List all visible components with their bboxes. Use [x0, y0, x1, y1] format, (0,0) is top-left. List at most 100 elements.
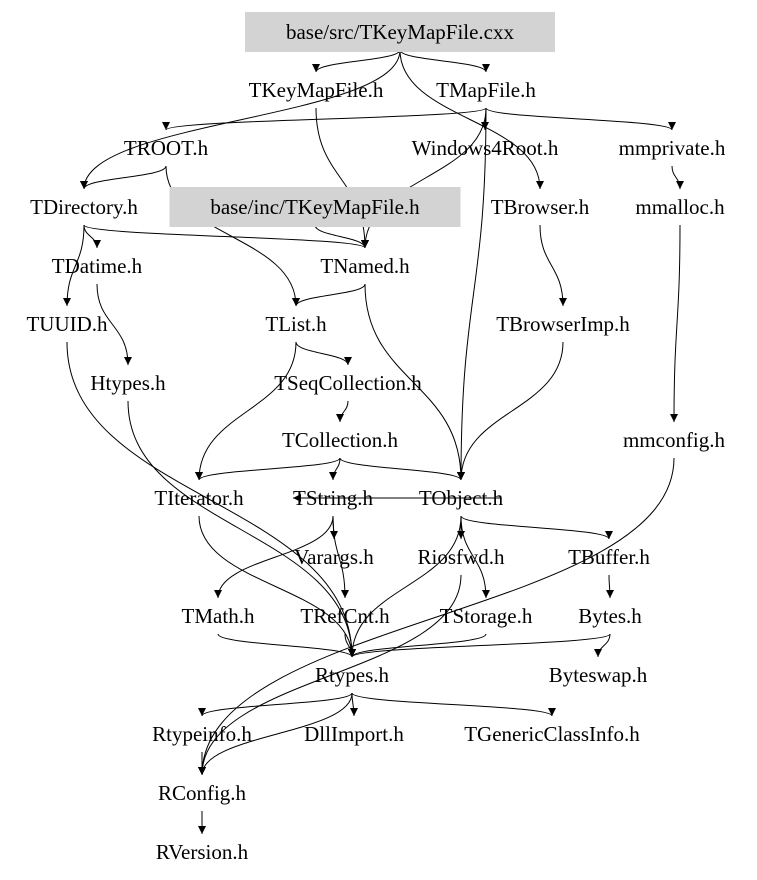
edge-base-src-tkeymapfile-cxx-to-tbrowser-h [399, 49, 544, 190]
graph-node-tstorage-h[interactable]: TStorage.h [440, 604, 533, 628]
node-label: TStorage.h [440, 604, 533, 628]
graph-node-tkeymapfile-h[interactable]: TKeyMapFile.h [249, 78, 384, 102]
node-label: base/src/TKeyMapFile.cxx [286, 20, 515, 44]
graph-node-rtypeinfo-h[interactable]: Rtypeinfo.h [152, 722, 252, 746]
edge-riosfwd-h-to-rconfig-h [198, 574, 462, 776]
edge-tbuffer-h-to-bytes-h [605, 574, 614, 599]
graph-node-tdirectory-h[interactable]: TDirectory.h [30, 195, 138, 219]
edge-tobject-h-to-tstorage-h [460, 515, 490, 599]
node-label: mmprivate.h [619, 136, 726, 160]
node-label: TRefCnt.h [300, 604, 390, 628]
node-label: base/inc/TKeyMapFile.h [210, 195, 420, 219]
graph-node-troot-h[interactable]: TROOT.h [124, 136, 209, 160]
node-label: Windows4Root.h [412, 136, 559, 160]
graph-node-tbrowserimp-h[interactable]: TBrowserImp.h [496, 312, 630, 336]
edge-base-inc-tkeymapfile-h-to-tnamed-h [314, 224, 369, 249]
node-label: TMapFile.h [436, 78, 536, 102]
graph-node-base-src-tkeymapfile-cxx[interactable]: base/src/TKeyMapFile.cxx [245, 12, 555, 52]
edge-mmconfig-h-to-rconfig-h [198, 457, 675, 776]
edge-tmapfile-h-to-tobject-h [457, 107, 487, 481]
graph-node-tbrowser-h[interactable]: TBrowser.h [491, 195, 590, 219]
edge-tstring-h-to-tmath-h [214, 515, 334, 599]
edge-tlist-h-to-tseqcollection-h [295, 341, 352, 366]
edge-mmalloc-h-to-mmconfig-h [670, 224, 681, 423]
edge-tmapfile-h-to-mmprivate-h [485, 107, 676, 131]
node-label: TString.h [293, 486, 373, 510]
node-label: Rtypes.h [315, 663, 390, 687]
node-label: Rtypeinfo.h [152, 722, 252, 746]
edge-tnamed-h-to-tobject-h [364, 283, 465, 481]
graph-node-base-inc-tkeymapfile-h[interactable]: base/inc/TKeyMapFile.h [169, 187, 461, 227]
node-label: Byteswap.h [549, 663, 648, 687]
node-label: TBrowserImp.h [496, 312, 630, 336]
node-label: RVersion.h [156, 840, 249, 864]
edge-bytes-h-to-rtypes-h [348, 633, 611, 658]
node-label: TBuffer.h [568, 545, 650, 569]
graph-node-tbuffer-h[interactable]: TBuffer.h [568, 545, 650, 569]
graph-node-tnamed-h[interactable]: TNamed.h [320, 254, 410, 278]
graph-node-tmath-h[interactable]: TMath.h [182, 604, 255, 628]
edge-base-src-tkeymapfile-cxx-to-tmapfile-h [399, 49, 490, 73]
edge-tnamed-h-to-tlist-h [292, 283, 366, 307]
graph-node-dllimport-h[interactable]: DllImport.h [304, 722, 404, 746]
node-label: TList.h [265, 312, 327, 336]
edge-tstorage-h-to-rtypes-h [348, 633, 487, 658]
graph-node-riosfwd-h[interactable]: Riosfwd.h [418, 545, 505, 569]
edge-rtypes-h-to-tgenericclassinfo-h [351, 692, 556, 717]
node-label: TDatime.h [52, 254, 143, 278]
node-label: Bytes.h [578, 604, 642, 628]
node-highlight-box [245, 12, 555, 52]
node-label: TBrowser.h [491, 195, 590, 219]
edge-tseqcollection-h-to-tcollection-h [336, 400, 349, 423]
node-label: TROOT.h [124, 136, 209, 160]
graph-node-titerator-h[interactable]: TIterator.h [154, 486, 244, 510]
graph-node-tcollection-h[interactable]: TCollection.h [282, 428, 399, 452]
node-label: mmalloc.h [635, 195, 725, 219]
edge-tmath-h-to-rtypes-h [217, 633, 356, 658]
edge-tcollection-h-to-titerator-h [195, 457, 341, 481]
node-label: TIterator.h [154, 486, 244, 510]
edge-tdatime-h-to-htypes-h [96, 283, 132, 366]
edge-tuuid-h-to-rtypes-h [66, 341, 356, 658]
graph-node-rtypes-h[interactable]: Rtypes.h [315, 663, 390, 687]
node-label: TUUID.h [26, 312, 108, 336]
graph-node-tobject-h[interactable]: TObject.h [419, 486, 504, 510]
edge-tcollection-h-to-tobject-h [339, 457, 465, 481]
node-label: TObject.h [419, 486, 504, 510]
graph-node-windows4root-h[interactable]: Windows4Root.h [412, 136, 559, 160]
graph-node-tuuid-h[interactable]: TUUID.h [26, 312, 108, 336]
node-label: TSeqCollection.h [274, 371, 422, 395]
graph-node-varargs-h[interactable]: Varargs.h [294, 545, 374, 569]
edge-tstring-h-to-trefcnt-h [332, 515, 349, 599]
graph-node-trefcnt-h[interactable]: TRefCnt.h [300, 604, 390, 628]
graph-node-tseqcollection-h[interactable]: TSeqCollection.h [274, 371, 422, 395]
edge-base-src-tkeymapfile-cxx-to-tdirectory-h [80, 49, 401, 190]
edge-tbrowserimp-h-to-tobject-h [457, 341, 564, 481]
node-label: TCollection.h [282, 428, 399, 452]
graph-node-tgenericclassinfo-h[interactable]: TGenericClassInfo.h [464, 722, 640, 746]
edge-tmapfile-h-to-troot-h [162, 107, 487, 131]
edge-bytes-h-to-byteswap-h [594, 633, 611, 658]
graph-node-rversion-h[interactable]: RVersion.h [156, 840, 249, 864]
graph-node-rconfig-h[interactable]: RConfig.h [158, 781, 247, 805]
edge-rtypes-h-to-rtypeinfo-h [198, 692, 353, 717]
node-highlight-box [169, 187, 461, 227]
edge-tdirectory-h-to-tnamed-h [83, 224, 369, 249]
graph-node-byteswap-h[interactable]: Byteswap.h [549, 663, 648, 687]
node-label: TDirectory.h [30, 195, 138, 219]
graph-node-mmprivate-h[interactable]: mmprivate.h [619, 136, 726, 160]
graph-node-htypes-h[interactable]: Htypes.h [90, 371, 166, 395]
graph-node-tdatime-h[interactable]: TDatime.h [52, 254, 143, 278]
edge-titerator-h-to-rtypes-h [198, 515, 356, 658]
graph-node-mmconfig-h[interactable]: mmconfig.h [623, 428, 726, 452]
graph-node-mmalloc-h[interactable]: mmalloc.h [635, 195, 725, 219]
edge-tdirectory-h-to-tuuid-h [63, 224, 85, 307]
edge-mmprivate-h-to-mmalloc-h [671, 165, 684, 190]
graph-node-tstring-h[interactable]: TString.h [293, 486, 373, 510]
graph-node-tmapfile-h[interactable]: TMapFile.h [436, 78, 536, 102]
node-label: TMath.h [182, 604, 255, 628]
graph-node-tlist-h[interactable]: TList.h [265, 312, 327, 336]
graph-node-bytes-h[interactable]: Bytes.h [578, 604, 642, 628]
edge-tobject-h-to-tbuffer-h [460, 515, 613, 540]
